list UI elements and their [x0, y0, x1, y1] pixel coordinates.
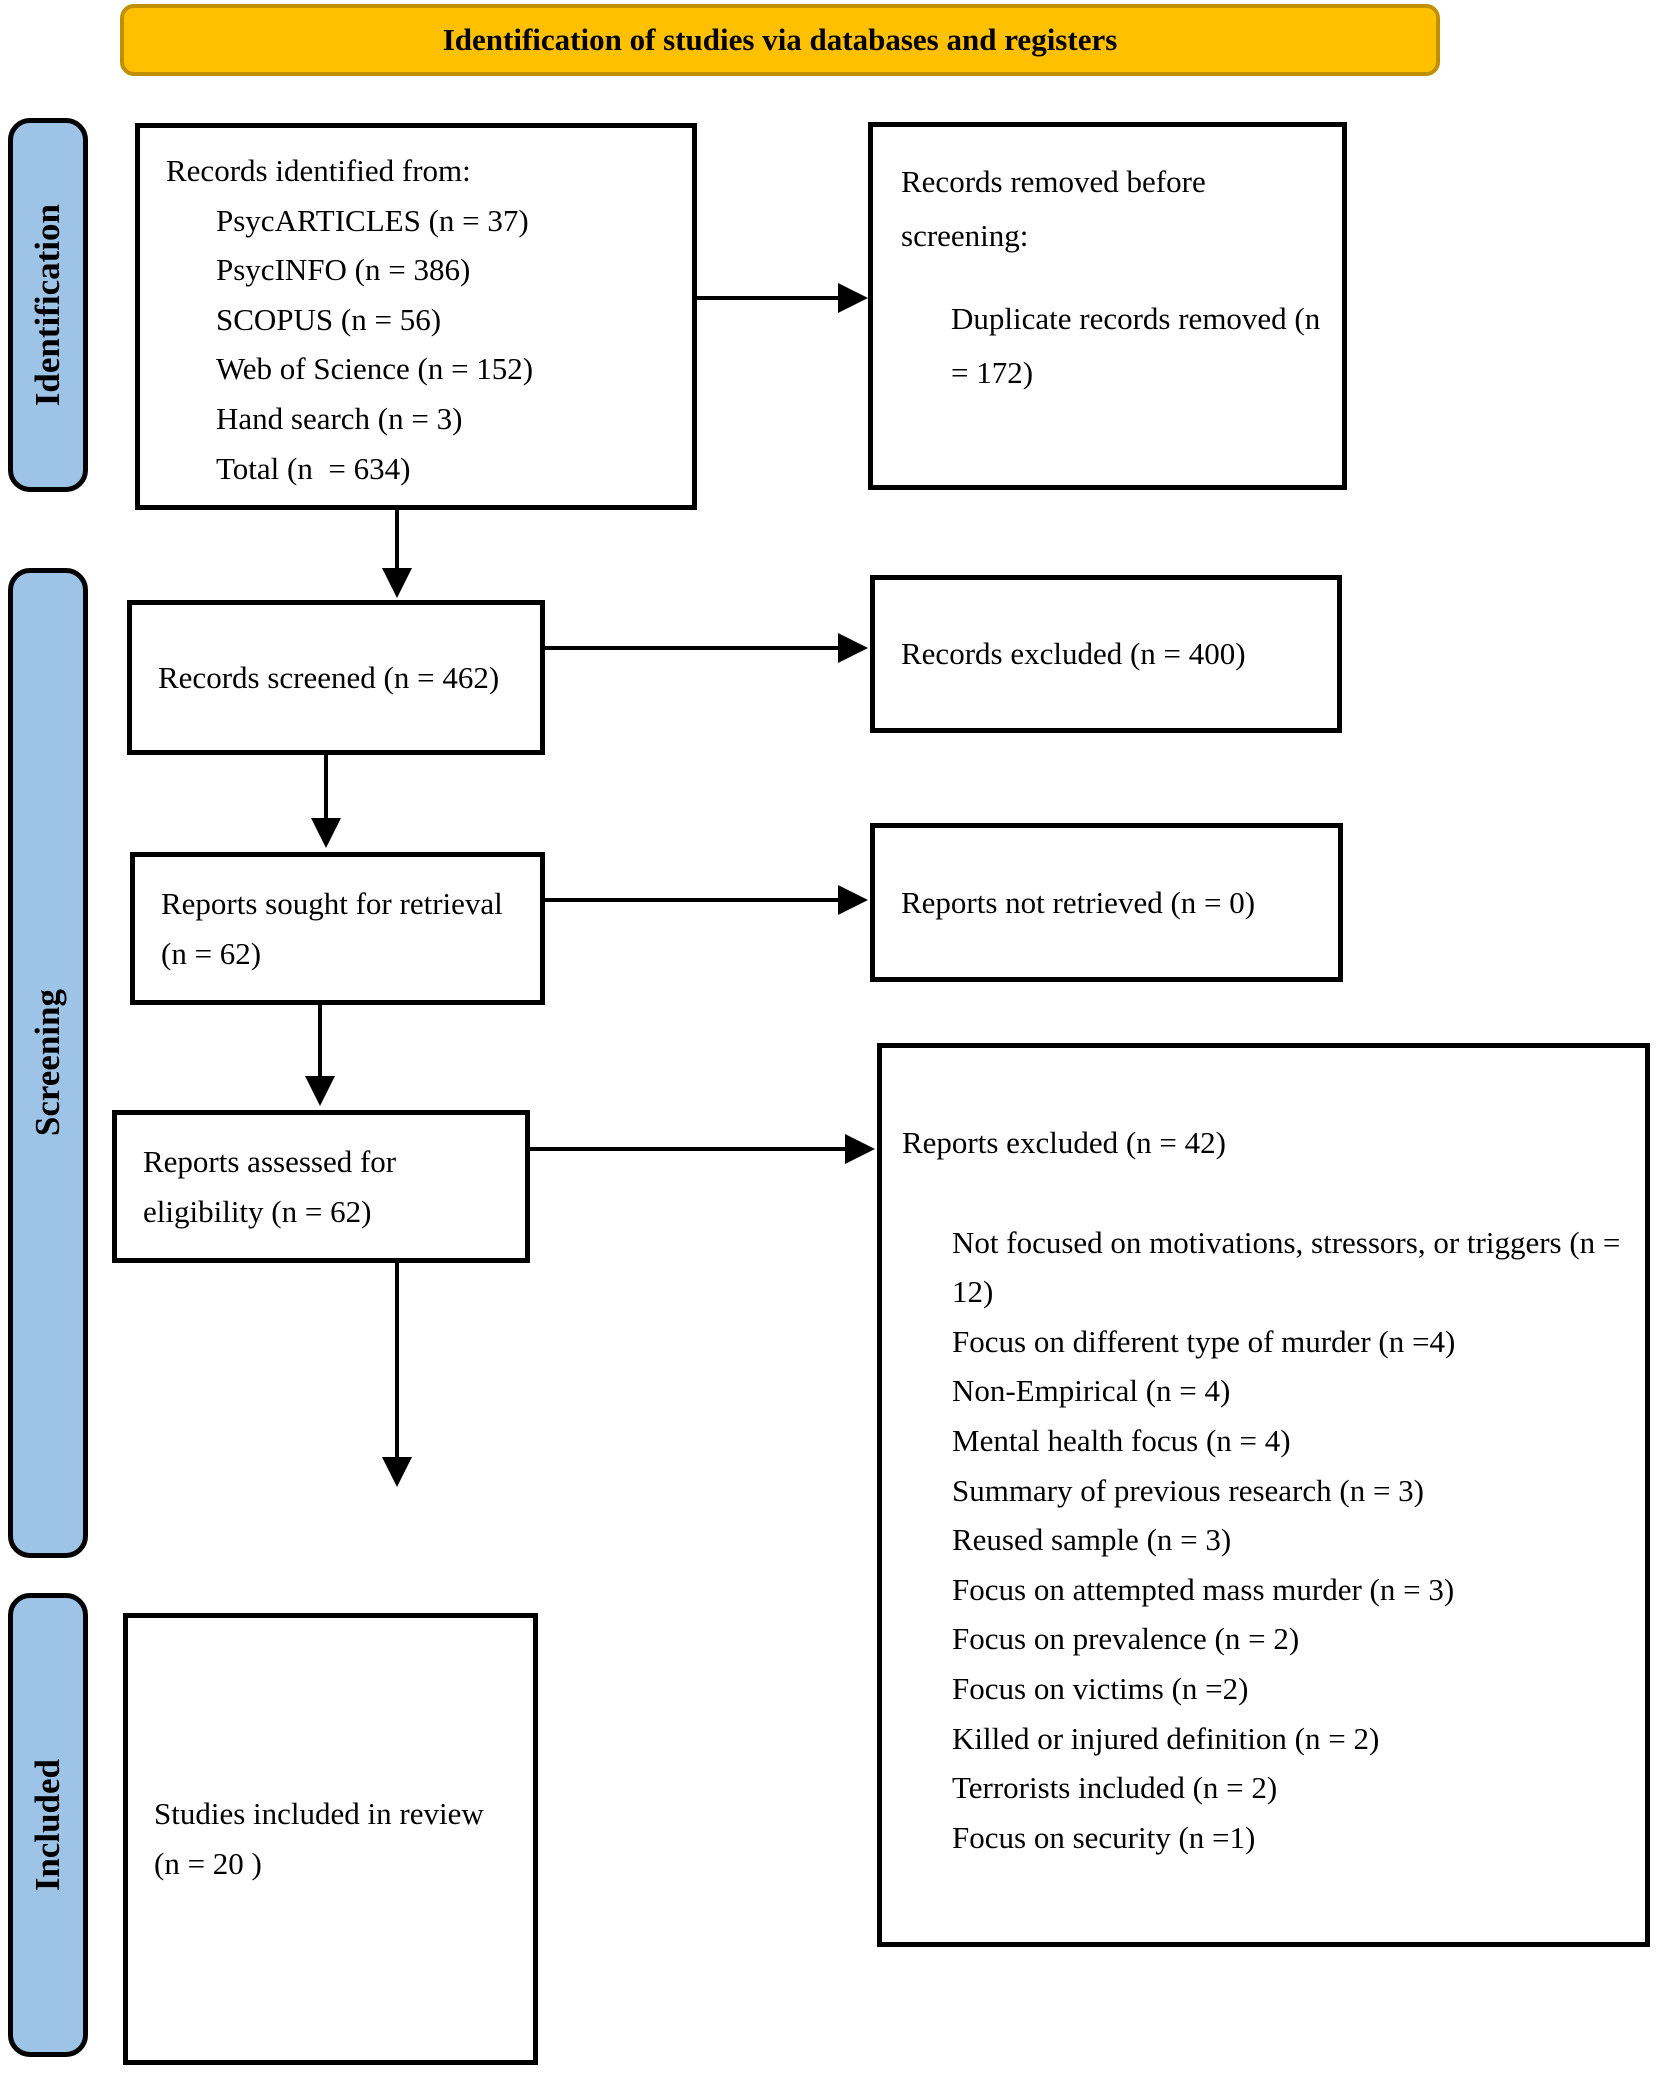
reports-excluded-lead: Reports excluded (n = 42): [902, 1125, 1226, 1160]
records-screened-text: Records screened (n = 462): [158, 659, 500, 695]
arrow-sought-to-assessed-head: [305, 1076, 335, 1106]
arrow-identified-to-removed-head: [838, 283, 868, 313]
studies-included-text: Studies included in review (n = 20 ): [154, 1796, 492, 1881]
arrow-assessed-to-excluded-line: [530, 1147, 849, 1151]
list-item: Summary of previous research (n = 3): [952, 1472, 1425, 1508]
arrow-assessed-to-included-head: [382, 1457, 412, 1487]
reports-not-retrieved-text: Reports not retrieved (n = 0): [901, 884, 1256, 920]
records-identified-lead: Records identified from:: [166, 153, 471, 188]
list-item: Duplicate records removed (n = 172): [951, 300, 1329, 390]
box-reports-excluded: Reports excluded (n = 42) Not focused on…: [877, 1043, 1650, 1947]
arrow-identified-to-removed-line: [697, 296, 842, 300]
list-item: Web of Science (n = 152): [216, 351, 534, 387]
box-reports-assessed: Reports assessed for eligibility (n = 62…: [112, 1110, 530, 1263]
records-excluded-text: Records excluded (n = 400): [901, 636, 1246, 672]
arrow-sought-to-not-retrieved-head: [838, 885, 868, 915]
list-item: Reused sample (n = 3): [952, 1522, 1232, 1558]
arrow-assessed-to-included-line: [395, 1263, 399, 1459]
list-item: Focus on prevalence (n = 2): [952, 1621, 1300, 1657]
box-studies-included: Studies included in review (n = 20 ): [123, 1613, 538, 2065]
list-item: Mental health focus (n = 4): [952, 1422, 1291, 1458]
list-item: Focus on different type of murder (n =4): [952, 1323, 1456, 1359]
arrow-screened-to-sought-line: [324, 755, 328, 820]
list-item: Hand search (n = 3): [216, 400, 463, 436]
box-records-identified: Records identified from: PsycARTICLES (n…: [135, 123, 697, 510]
list-item: Focus on attempted mass murder (n = 3): [952, 1571, 1455, 1607]
arrow-sought-to-assessed-line: [318, 1005, 322, 1078]
list-item: Non-Empirical (n = 4): [952, 1373, 1231, 1409]
reports-excluded-list: Not focused on motivations, stressors, o…: [902, 1218, 1627, 1863]
diagram-title-banner: Identification of studies via databases …: [120, 4, 1440, 76]
reports-assessed-text: Reports assessed for eligibility (n = 62…: [143, 1143, 404, 1229]
arrow-screened-to-excluded-line: [545, 646, 842, 650]
records-removed-lead: Records removed before screening:: [901, 164, 1214, 254]
reports-sought-text: Reports sought for retrieval (n = 62): [161, 885, 511, 971]
list-item: Total (n = 634): [216, 450, 411, 486]
box-reports-sought: Reports sought for retrieval (n = 62): [130, 852, 545, 1005]
box-records-screened: Records screened (n = 462): [127, 600, 545, 755]
phase-label-identification: Identification: [8, 118, 88, 492]
list-item: Not focused on motivations, stressors, o…: [952, 1224, 1629, 1310]
arrow-screened-to-sought-head: [311, 818, 341, 848]
phase-label-screening: Screening: [8, 568, 88, 1558]
list-item: SCOPUS (n = 56): [216, 301, 442, 337]
phase-label-screening-text: Screening: [28, 989, 67, 1137]
arrow-screened-to-excluded-head: [838, 633, 868, 663]
list-item: Terrorists included (n = 2): [952, 1770, 1278, 1806]
records-identified-list: PsycARTICLES (n = 37) PsycINFO (n = 386) S…: [166, 196, 676, 494]
arrow-assessed-to-excluded-head: [845, 1134, 875, 1164]
box-records-removed: Records removed before screening: Duplic…: [868, 122, 1347, 490]
arrow-identified-to-screened-head: [382, 568, 412, 598]
arrow-identified-to-screened-line: [395, 510, 399, 570]
arrow-sought-to-not-retrieved-line: [545, 898, 842, 902]
diagram-title: Identification of studies via databases …: [442, 22, 1118, 57]
list-item: PsycINFO (n = 386): [216, 252, 471, 288]
list-item: Focus on security (n =1): [952, 1819, 1256, 1855]
box-records-excluded: Records excluded (n = 400): [870, 575, 1342, 733]
list-item: Focus on victims (n =2): [952, 1670, 1249, 1706]
records-removed-list: Duplicate records removed (n = 172): [901, 292, 1322, 401]
phase-label-identification-text: Identification: [28, 203, 67, 407]
phase-label-included: Included: [8, 1593, 88, 2057]
list-item: Killed or injured definition (n = 2): [952, 1720, 1380, 1756]
box-reports-not-retrieved: Reports not retrieved (n = 0): [870, 823, 1343, 982]
list-item: PsycARTICLES (n = 37): [216, 202, 529, 238]
phase-label-included-text: Included: [28, 1758, 67, 1892]
